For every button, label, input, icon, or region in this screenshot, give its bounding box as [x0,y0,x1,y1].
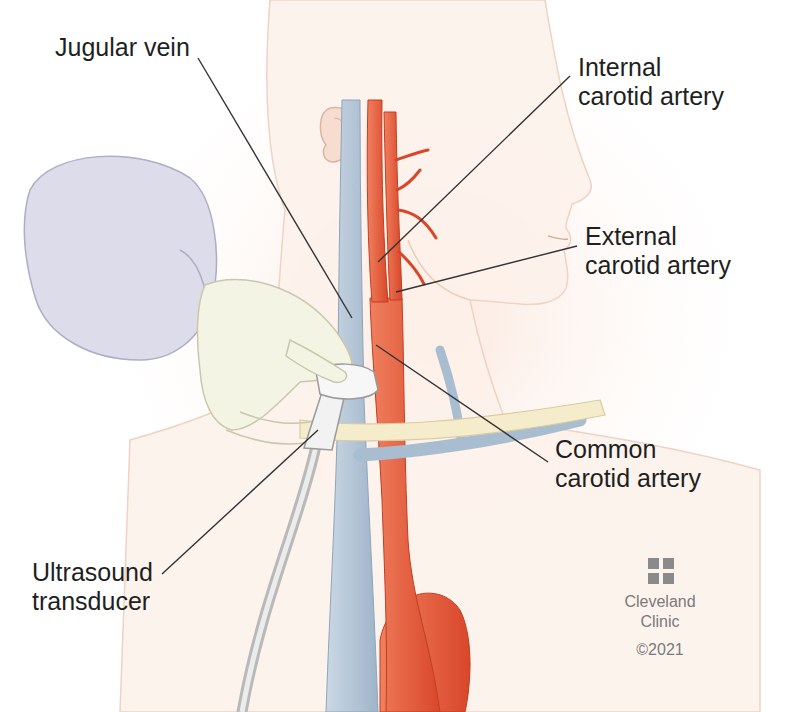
part-label: Jugular vein [55,33,190,62]
head-neck-outline [120,0,760,712]
logo-square [648,558,659,569]
part-label: Internal carotid artery [578,53,736,111]
leader-line [378,76,570,262]
part-label: Common carotid artery [555,435,713,493]
sleeve [24,156,216,360]
brand-name: Cleveland Clinic [610,592,710,632]
glove-thumb [286,340,347,382]
leader-line [396,246,577,292]
clinic-logo [648,558,674,584]
part-label: Ultrasound transducer [32,558,190,616]
leader-line [198,58,352,318]
copyright-note: ©2021 [610,640,710,660]
leader-line [376,345,548,462]
glove-fingers [226,412,318,444]
logo-square [663,558,674,569]
artery-branches [396,150,436,284]
transducer-cable-highlight [242,446,316,712]
common-carotid-artery [370,298,440,712]
part-label: External carotid artery [585,222,743,280]
leader-line [162,430,318,574]
logo-square [663,573,674,584]
external-carotid-artery [384,112,402,300]
transducer-cable [242,446,316,712]
lip-line [548,236,568,239]
logo-square [648,573,659,584]
jaw-line [408,240,470,300]
clavicle [300,400,605,441]
transducer-body [304,392,344,450]
leader-lines [162,58,577,574]
